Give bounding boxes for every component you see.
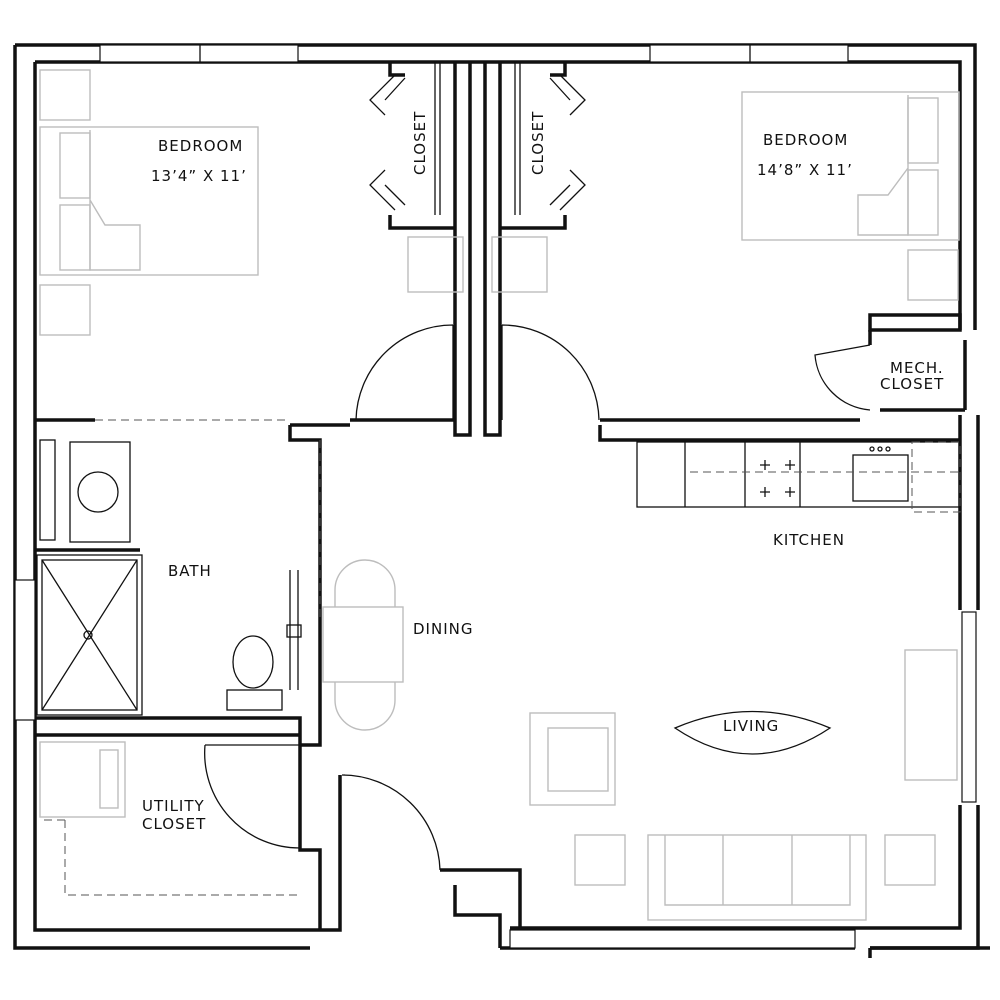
living-label: LIVING bbox=[723, 717, 779, 735]
window-top-right bbox=[649, 44, 849, 63]
utility-door bbox=[204, 744, 301, 849]
sink-icon bbox=[77, 471, 119, 513]
left-closet-structure bbox=[369, 62, 455, 230]
toilet-icon bbox=[232, 635, 274, 689]
utility-closet-fixtures bbox=[39, 741, 300, 896]
right-closet-structure bbox=[500, 62, 586, 230]
window-right-kitchen bbox=[961, 611, 977, 803]
entry-door bbox=[341, 774, 441, 871]
dining-label: DINING bbox=[413, 620, 473, 638]
utility-closet-label-line2: CLOSET bbox=[142, 815, 206, 833]
bedroom-left-size: 13’4” X 11’ bbox=[151, 167, 247, 185]
living-furniture bbox=[529, 649, 958, 921]
window-bottom bbox=[509, 929, 856, 949]
mech-closet-label-line1: MECH. bbox=[890, 359, 944, 377]
bedroom-left-label: BEDROOM bbox=[158, 137, 243, 155]
window-left bbox=[14, 579, 36, 721]
closet-right-label: CLOSET bbox=[529, 111, 547, 175]
kitchen-label: KITCHEN bbox=[773, 531, 845, 549]
bedroom-right-size: 14’8” X 11’ bbox=[757, 161, 853, 179]
kitchen-fixtures bbox=[636, 441, 961, 513]
bath-fixtures bbox=[36, 439, 302, 716]
bath-label: BATH bbox=[168, 562, 212, 580]
mech-closet-label-line2: CLOSET bbox=[880, 375, 944, 393]
door-swings bbox=[95, 324, 871, 871]
bedroom-right-door bbox=[501, 324, 600, 421]
closet-left-label: CLOSET bbox=[411, 111, 429, 175]
mech-door bbox=[814, 344, 871, 411]
dining-furniture bbox=[322, 559, 404, 731]
right-bedroom-furniture bbox=[491, 91, 960, 301]
exterior-walls bbox=[13, 43, 990, 958]
windows bbox=[14, 44, 977, 949]
vanity bbox=[69, 441, 131, 543]
cooktop-icon bbox=[760, 460, 795, 497]
utility-closet-label-line1: UTILITY bbox=[142, 797, 205, 815]
window-top-left bbox=[99, 44, 299, 63]
labels: BEDROOM 13’4” X 11’ BEDROOM 14’8” X 11’ … bbox=[142, 111, 944, 833]
bedroom-right-label: BEDROOM bbox=[763, 131, 848, 149]
bedroom-left-door bbox=[355, 324, 454, 421]
left-bedroom-furniture bbox=[39, 69, 464, 336]
kitchen-sink bbox=[852, 454, 909, 502]
